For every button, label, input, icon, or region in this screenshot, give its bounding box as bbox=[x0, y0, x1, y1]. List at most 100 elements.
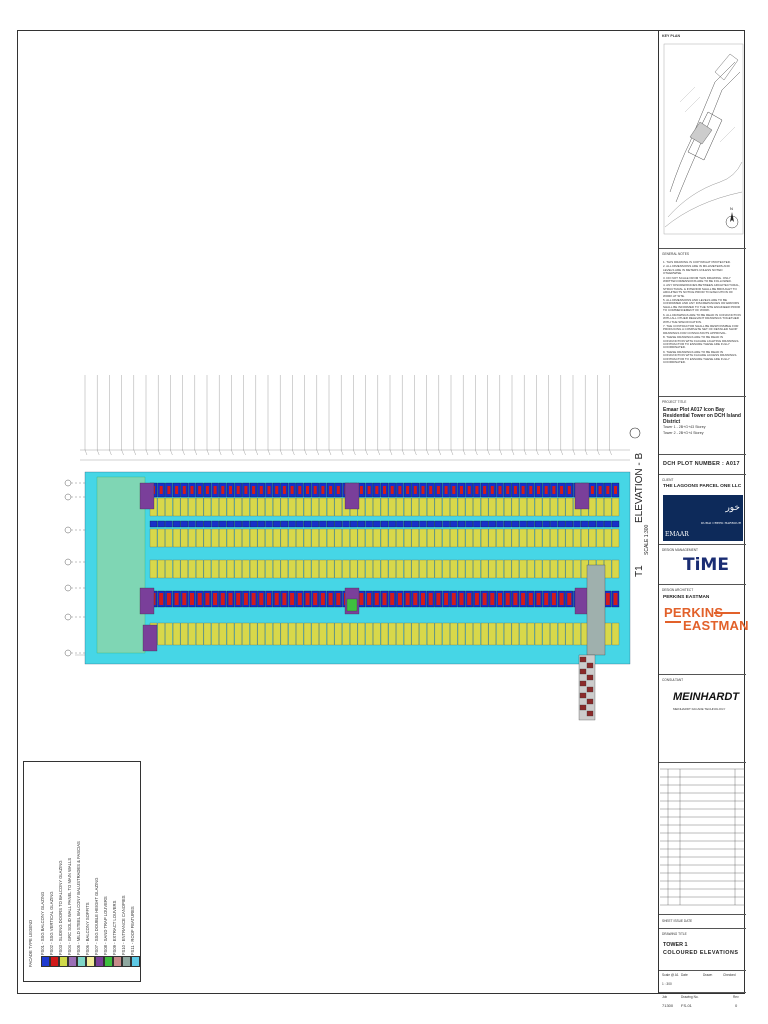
general-note: 6. ALL DRAWINGS ARE TO BE READ IN CONJUN… bbox=[663, 312, 741, 324]
legend-swatch bbox=[95, 956, 104, 967]
project-title-section: PROJECT TITLE Emaar Plot A017 Icon Bay R… bbox=[659, 396, 746, 454]
general-note: 7. THE CONTRACTOR SHALL BE RESPONSIBLE F… bbox=[663, 323, 739, 335]
legend-label: FS04 - GRC SOLID WALL PANEL TO MAIN WALL… bbox=[67, 857, 72, 955]
drawing-title-section: DRAWING TITLE TOWER 1 COLOURED ELEVATION… bbox=[659, 928, 746, 970]
perkins-logo-text: PERKINS bbox=[664, 605, 724, 620]
legend-item: FS01 - SSG BALCONY GLAZING bbox=[40, 837, 52, 967]
drawing-title-line-1: TOWER 1 bbox=[663, 942, 688, 948]
rev-value: 0 bbox=[735, 1003, 738, 1008]
design-architect-name: PERKINS EASTMAN bbox=[663, 595, 710, 600]
general-note: 8. THESE DRAWINGS ARE TO BE READ IN CONJ… bbox=[663, 335, 740, 350]
drawing-number-row: Job 71300 Drawing No. FS-01 Rev 0 bbox=[659, 992, 746, 1016]
drawing-number-label: Drawing No. bbox=[681, 995, 699, 999]
legend-label: FS02 - SSG VERTICAL GLAZING bbox=[49, 891, 54, 955]
consultant-label: CONSULTANT bbox=[662, 678, 684, 682]
scale-date-row: Scale @ A1 1 : 300 Date Drawn Checked bbox=[659, 970, 746, 992]
legend-swatch bbox=[50, 956, 59, 967]
legend-swatch bbox=[131, 956, 140, 967]
legend-item: FS08 - SAND TRAP LOUVERS bbox=[103, 837, 115, 967]
drawing-title-label: DRAWING TITLE bbox=[662, 932, 687, 936]
general-note: 5. ALL DIMENSIONS AND LEVELS ARE TO BE C… bbox=[663, 298, 741, 313]
general-note: 4. ANY DISCREPANCIES BETWEEN ARCHITECTUR… bbox=[663, 283, 740, 298]
client-name: THE LAGOONS PARCEL ONE LLC bbox=[663, 484, 742, 489]
legend-label: FS11 - ROOF FEATURES bbox=[130, 906, 135, 955]
general-note: 9. THESE DRAWINGS ARE TO BE READ IN CONJ… bbox=[663, 349, 738, 364]
drawing-number: FS-01 bbox=[681, 1003, 692, 1008]
facade-bands bbox=[84, 471, 631, 721]
legend-item: FS02 - SSG VERTICAL GLAZING bbox=[49, 837, 61, 967]
elevation-title: ELEVATION - B bbox=[634, 452, 645, 523]
tower-1-storeys: Tower 1 - 2B+G+43 Storey bbox=[663, 425, 706, 429]
general-note: 2. ALL DIMENSIONS ARE IN MILLIMETERS AND… bbox=[663, 264, 730, 276]
key-plan-section: KEY PLAN N bbox=[659, 30, 746, 248]
project-number: 71300 bbox=[662, 1003, 674, 1008]
general-notes-section: GENERAL NOTES 1. THIS DRAWING IS COPYRIG… bbox=[659, 248, 746, 396]
tower-elevation-drawing: ELEVATION - B SCALE 1:300 T1 bbox=[64, 375, 650, 721]
legend-item: FS03 - SLIDING DOORS TO BALCONY GLAZING bbox=[58, 837, 70, 967]
client-label: CLIENT bbox=[662, 478, 674, 482]
client-logo: EMAAR ﺧﻮﺭ DUBAI CREEK HARBOUR bbox=[663, 495, 743, 541]
architect-address bbox=[663, 647, 741, 650]
consultant-section: CONSULTANT MEINHARDT MEINHARDT FACADE TE… bbox=[659, 674, 746, 762]
scale-value: 1 : 300 bbox=[662, 982, 672, 986]
rev-label: Rev bbox=[733, 995, 739, 999]
legend-label: FS06 - BALCONY SOFFITS bbox=[85, 902, 90, 955]
revision-table-section bbox=[659, 762, 746, 914]
legend-label: FS03 - SLIDING DOORS TO BALCONY GLAZING bbox=[58, 860, 63, 955]
meinhardt-subtitle: MEINHARDT FACADE TECHNOLOGY bbox=[673, 707, 726, 711]
project-title: Emaar Plot A017 Icon Bay Residential Tow… bbox=[663, 407, 741, 425]
design-architect-section: DESIGN ARCHITECT PERKINS EASTMAN PERKINS… bbox=[659, 584, 749, 674]
eastman-logo-text: EASTMAN bbox=[683, 618, 749, 633]
elevation-title-group: ELEVATION - B SCALE 1:300 T1 bbox=[629, 427, 650, 577]
sheet-issue-section: SHEET ISSUE DATE bbox=[659, 914, 746, 928]
time-logo: TiME bbox=[683, 555, 729, 575]
legend-item: FS04 - GRC SOLID WALL PANEL TO MAIN WALL… bbox=[67, 837, 79, 967]
scale-label: SCALE 1:300 bbox=[644, 524, 650, 555]
plot-number-section: DCH PLOT NUMBER : A017 bbox=[659, 454, 746, 474]
meinhardt-logo: MEINHARDT bbox=[673, 691, 739, 703]
north-label: N bbox=[730, 206, 733, 211]
legend-label: FS07 - SSG DOUBLE HEIGHT GLAZING bbox=[94, 877, 99, 955]
legend-label: FS01 - SSG BALCONY GLAZING bbox=[40, 891, 45, 955]
general-note: 1. THIS DRAWING IS COPYRIGHT PROTECTED. bbox=[663, 260, 731, 264]
revision-table bbox=[660, 768, 745, 906]
legend-swatch bbox=[86, 956, 95, 967]
general-notes-list: 1. THIS DRAWING IS COPYRIGHT PROTECTED.2… bbox=[663, 260, 741, 365]
legend-swatch bbox=[59, 956, 68, 967]
project-number-label: Job bbox=[662, 995, 668, 999]
key-plan-map: N bbox=[663, 43, 744, 235]
sheet-issue-date-label: SHEET ISSUE DATE bbox=[662, 919, 693, 923]
legend-swatch bbox=[41, 956, 50, 967]
legend-title: FACADE TYPE LEGEND bbox=[28, 919, 33, 967]
drawing-title-line-2: COLOURED ELEVATIONS bbox=[663, 950, 739, 956]
drawing-sheet-border bbox=[17, 30, 745, 994]
plot-number: DCH PLOT NUMBER : A017 bbox=[663, 461, 740, 467]
logo-rule bbox=[714, 612, 740, 614]
design-management-label: DESIGN MANAGEMENT bbox=[662, 548, 698, 552]
legend-swatch bbox=[68, 956, 77, 967]
arabic-logo-icon: ﺧﻮﺭ bbox=[725, 503, 740, 513]
design-architect-label: DESIGN ARCHITECT bbox=[662, 588, 694, 592]
dch-logo-text: DUBAI CREEK HARBOUR bbox=[700, 521, 741, 525]
legend-item: FS07 - SSG DOUBLE HEIGHT GLAZING bbox=[94, 837, 106, 967]
legend-label: FS10 - ENTRANCE CANOPIES bbox=[121, 895, 126, 955]
design-management-section: DESIGN MANAGEMENT TiME bbox=[659, 544, 746, 584]
general-note: 3. DO NOT SCALE FROM THIS DRAWING. ONLY … bbox=[663, 275, 732, 284]
key-plan-label: KEY PLAN bbox=[662, 34, 681, 38]
tower-2-storeys: Tower 2 - 2B+G+4 Storey bbox=[663, 431, 704, 435]
facade-type-legend: FACADE TYPE LEGEND FS01 - SSG BALCONY GL… bbox=[23, 761, 141, 982]
legend-swatch bbox=[122, 956, 131, 967]
legend-label: FS09 - EXTRACT LOUVERS bbox=[112, 900, 117, 955]
legend-label: FS05 - MILD STEEL BALCONY BALUSTRADES & … bbox=[76, 841, 81, 955]
section-bubble bbox=[629, 427, 641, 439]
legend-label: FS08 - SAND TRAP LOUVERS bbox=[103, 896, 108, 955]
title-block: KEY PLAN N GENERAL NOTES 1. THIS DRAWING… bbox=[658, 30, 749, 1008]
legend-item: FS09 - EXTRACT LOUVERS bbox=[112, 837, 124, 967]
scale-label-tb: Scale @ A1 bbox=[662, 973, 679, 977]
drawn-label: Drawn bbox=[703, 973, 713, 977]
legend-swatch bbox=[113, 956, 122, 967]
legend-item: FS10 - ENTRANCE CANOPIES bbox=[121, 837, 133, 967]
legend-swatch bbox=[104, 956, 113, 967]
emaar-logo-text: EMAAR bbox=[665, 531, 689, 538]
elevation-prefix: T1 bbox=[634, 565, 645, 577]
